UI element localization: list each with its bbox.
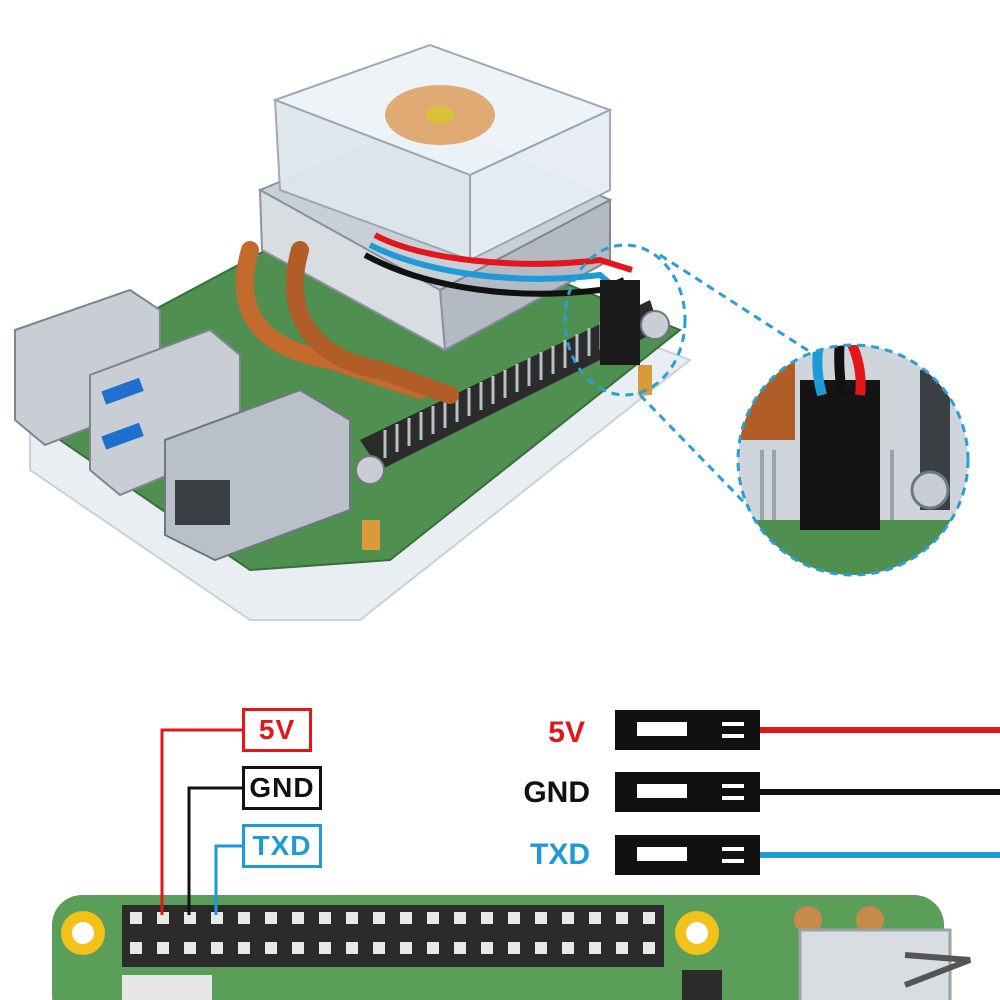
mount-hole-center: [686, 922, 708, 944]
gpio-pins: [130, 912, 655, 954]
gpio-pin: [292, 942, 304, 954]
gpio-pin: [643, 942, 655, 954]
gpio-pin: [373, 942, 385, 954]
gpio-pin: [616, 942, 628, 954]
ethernet-socket: [175, 480, 230, 525]
gpio-pin: [238, 912, 250, 924]
gpio-pin: [184, 942, 196, 954]
gpio-pin: [292, 912, 304, 924]
wire-txd: [214, 844, 242, 915]
callout-line: [659, 253, 816, 357]
gpio-pin: [562, 942, 574, 954]
wire-label-txd: TXD: [530, 838, 590, 871]
fan-housing-front: [469, 108, 611, 262]
zoom-ring: [736, 343, 970, 577]
board-component: [794, 906, 822, 934]
wire-label-gnd: GND: [523, 776, 590, 809]
wire-label-5v: 5V: [548, 716, 585, 749]
pin-label-txd: TXD: [242, 824, 322, 868]
gpio-pin: [427, 912, 439, 924]
gpio-pin: [427, 942, 439, 954]
wire-gnd: [187, 786, 242, 915]
connector-gnd: [615, 772, 1000, 812]
callout-source-ring: [563, 243, 687, 397]
mount-hole-center: [72, 922, 94, 944]
gpio-header-strip: [360, 300, 660, 470]
gpio-pin: [508, 912, 520, 924]
fan-wire-red: [373, 232, 633, 273]
gpio-pin: [130, 912, 142, 924]
gpio-pin: [211, 912, 223, 924]
callout-line: [638, 393, 802, 562]
brass-standoff: [362, 520, 380, 550]
gpio-pin: [346, 942, 358, 954]
board-chip: [122, 975, 212, 1000]
gpio-pin: [454, 912, 466, 924]
gpio-pin: [589, 942, 601, 954]
board-component: [856, 906, 884, 934]
heat-pipe: [235, 241, 429, 399]
pi-board: [52, 895, 944, 1000]
wire-5v: [160, 728, 242, 915]
heat-pipe: [285, 241, 459, 404]
heatsink-side: [258, 188, 447, 352]
zoom-detail: [738, 345, 968, 575]
gpio-pin: [562, 912, 574, 924]
gpio-header: [122, 905, 664, 967]
usb3-insert: [101, 377, 144, 405]
raspberry-pi-cooler-illustration: [14, 43, 970, 621]
connector-txd: [615, 835, 1000, 875]
gpio-pin: [346, 912, 358, 924]
usb-port-shape: [903, 952, 972, 988]
mount-hole: [675, 911, 719, 955]
usb3-insert: [101, 422, 144, 450]
gpio-pin: [535, 912, 547, 924]
gpio-pin: [157, 912, 169, 924]
gpio-pin: [589, 912, 601, 924]
gpio-pin: [265, 912, 277, 924]
pin-label-5v: 5V: [242, 708, 312, 752]
board-chip: [682, 970, 722, 1000]
gpio-pin: [157, 942, 169, 954]
gpio-pin: [643, 912, 655, 924]
usb-port-outline: [798, 928, 952, 1000]
brass-standoff: [638, 365, 652, 395]
pin-label-gnd: GND: [242, 766, 322, 810]
mount-hole: [61, 911, 105, 955]
gpio-pin: [319, 942, 331, 954]
gpio-pin: [481, 942, 493, 954]
gpio-pin: [211, 942, 223, 954]
gpio-pin: [616, 912, 628, 924]
gpio-pin: [508, 942, 520, 954]
standoff-screw: [640, 310, 670, 340]
gpio-pin: [238, 942, 250, 954]
fan-wire-black: [363, 252, 626, 297]
gpio-pin: [184, 912, 196, 924]
gpio-pin: [319, 912, 331, 924]
gpio-pin: [535, 942, 547, 954]
gpio-pin: [400, 912, 412, 924]
gpio-pin: [481, 912, 493, 924]
gpio-pin: [373, 912, 385, 924]
gpio-pin: [400, 942, 412, 954]
fan-wire-blue: [368, 242, 614, 288]
gpio-pin: [130, 942, 142, 954]
gpio-pin: [454, 942, 466, 954]
gpio-pin: [265, 942, 277, 954]
connector-5v: [615, 710, 1000, 750]
fan-connector: [600, 280, 640, 365]
fan-center: [426, 106, 454, 124]
standoff-screw: [355, 455, 385, 485]
